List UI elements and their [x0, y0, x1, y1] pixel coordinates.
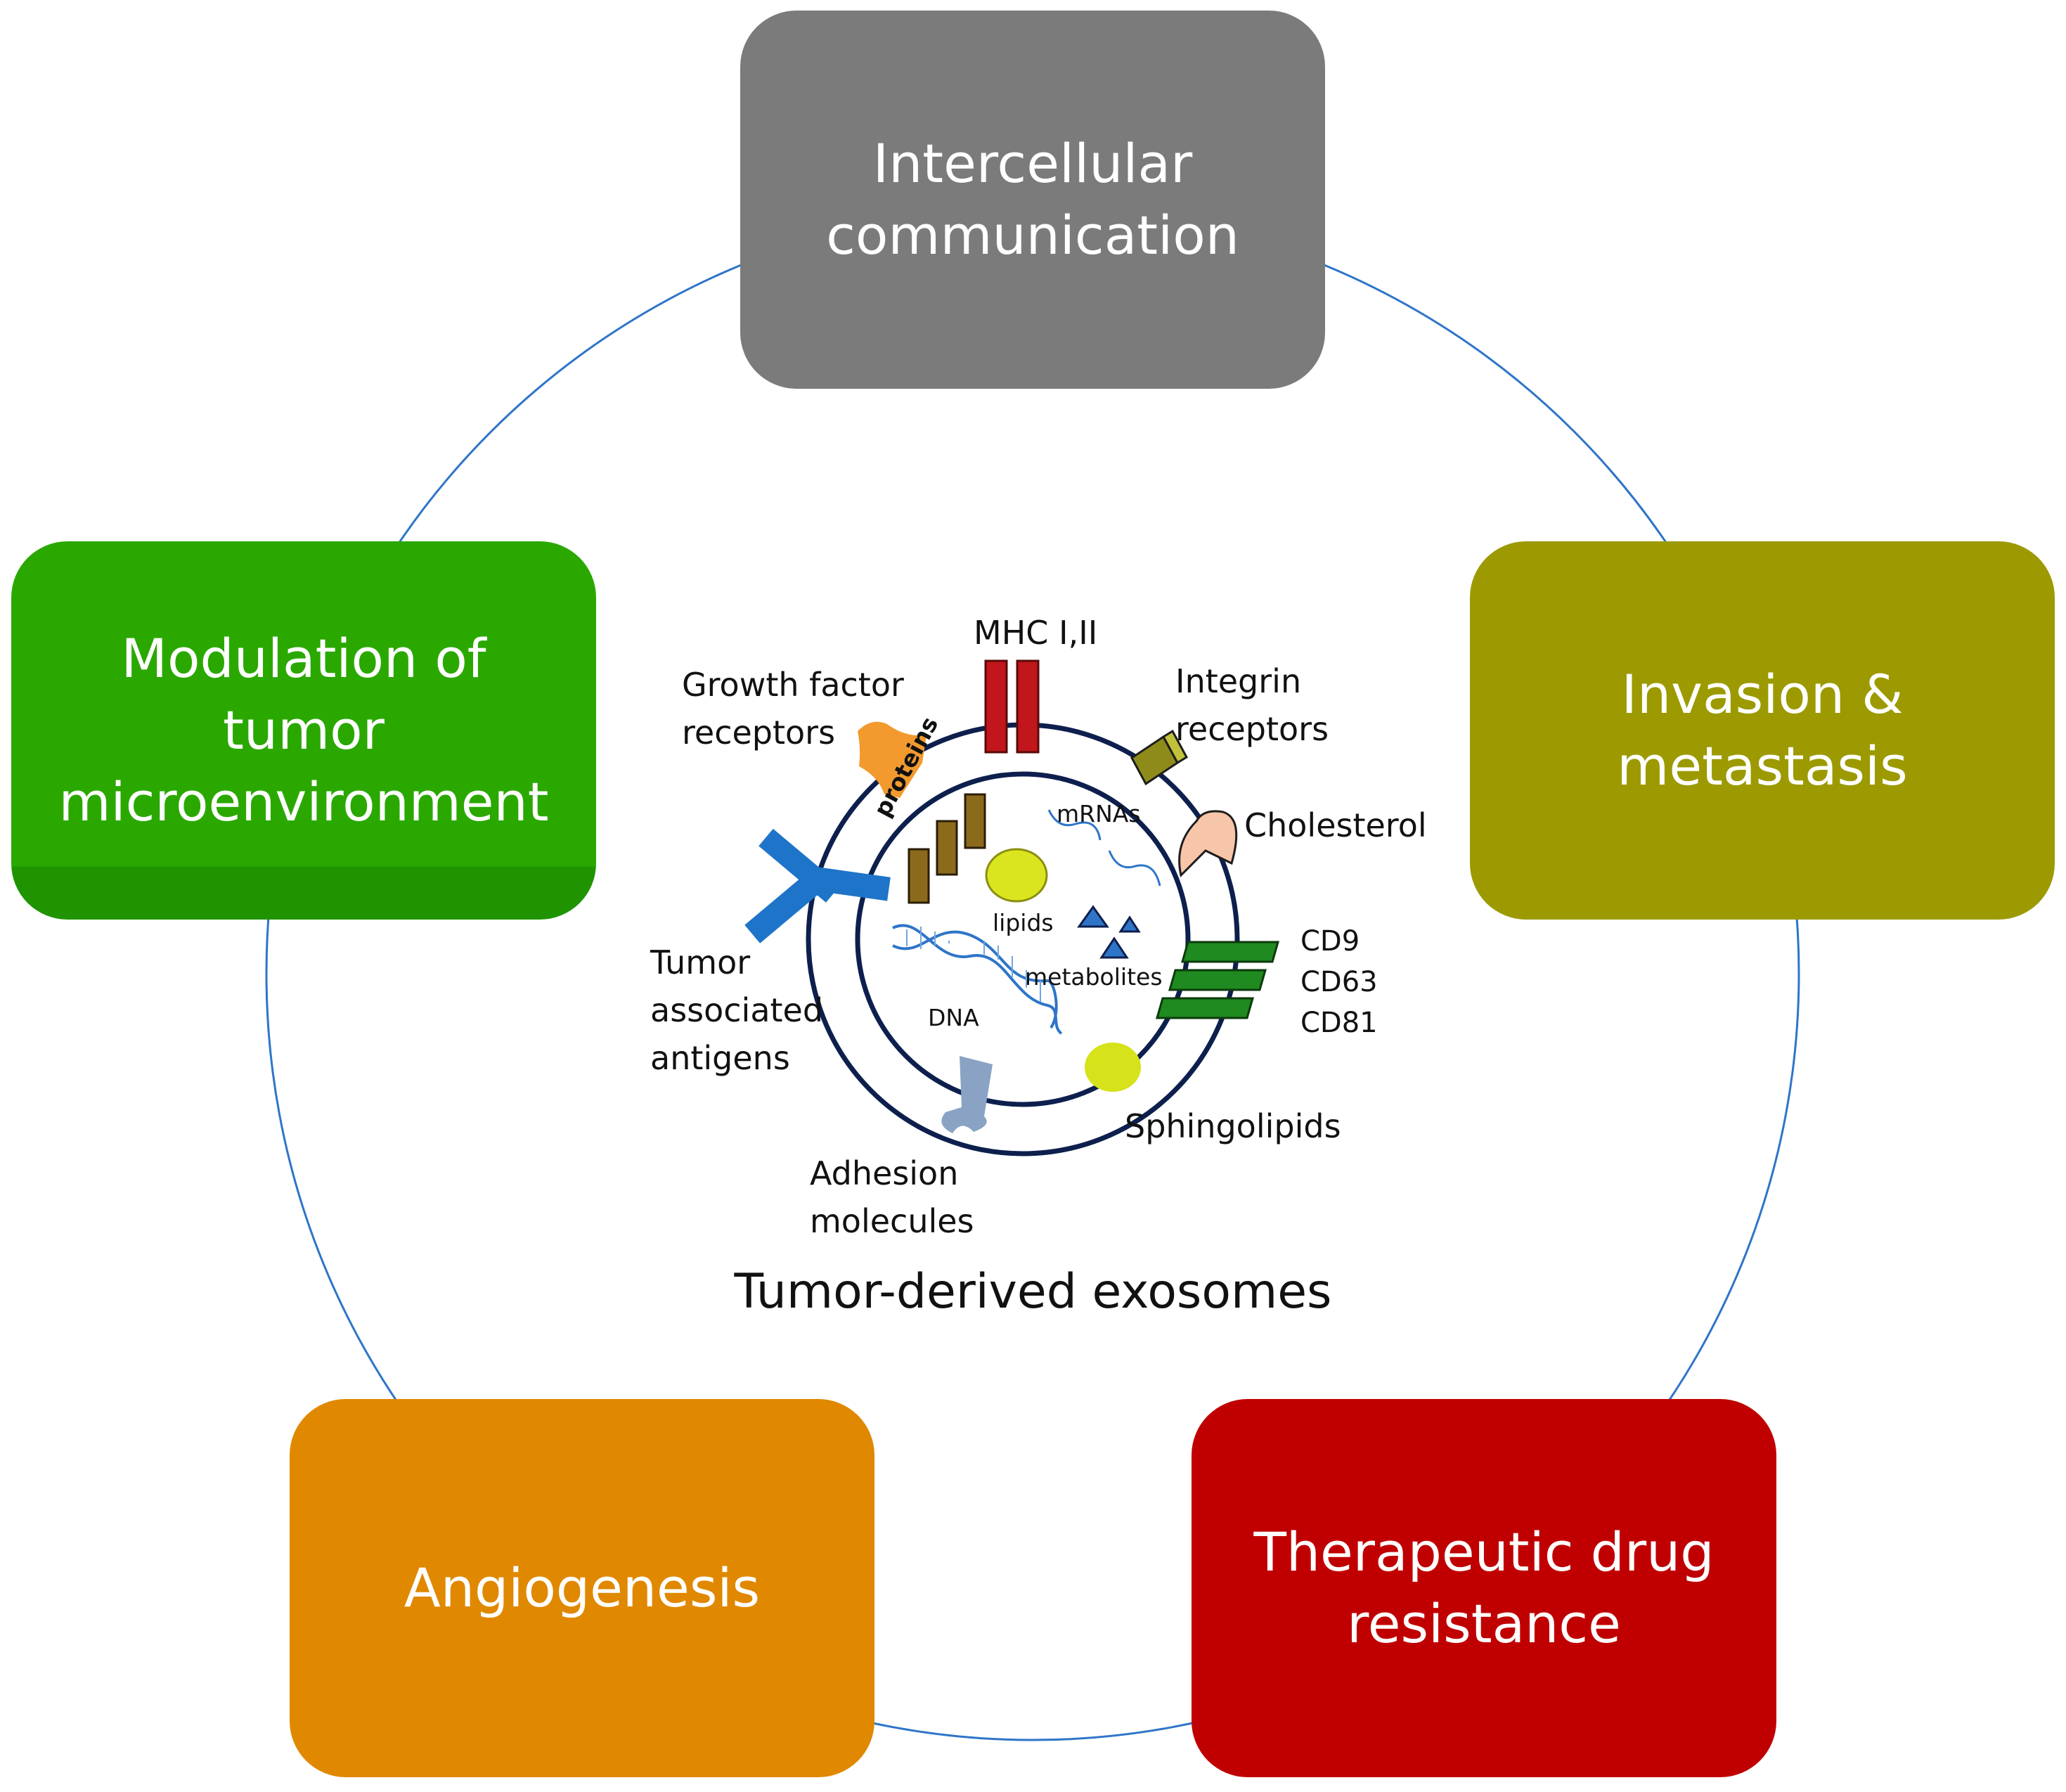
box-intercellular-communication: Intercellular communication [740, 11, 1325, 389]
mrna-icon [1047, 809, 1161, 887]
label-cd63: CD63 [1300, 966, 1378, 998]
box-intercellular-communication-text: Intercellular communication [826, 132, 1239, 266]
box-therapeutic-drug-resistance: Therapeutic drug resistance [1192, 1399, 1776, 1777]
label-sphingolipids: Sphingolipids [1125, 1107, 1341, 1145]
label-cd81: CD81 [1300, 1007, 1378, 1039]
lipid-icon [985, 848, 1048, 903]
integrin-receptor-icon [1130, 729, 1188, 786]
label-tumor-associated-antigens: Tumor associated antigens [650, 943, 824, 1077]
box-modulation-tumor-microenvironment: Modulation of tumor microenvironment [11, 541, 596, 920]
box-modulation-tumor-microenvironment-text: Modulation of tumor microenvironment [58, 627, 549, 833]
label-cholesterol: Cholesterol [1244, 806, 1427, 844]
tumor-antigen-icon [744, 828, 891, 943]
label-mrnas: mRNAs [1057, 800, 1141, 827]
metabolite-icon [1077, 905, 1141, 959]
box-therapeutic-drug-resistance-text: Therapeutic drug resistance [1253, 1521, 1715, 1655]
box-invasion-metastasis-text: Invasion & metastasis [1617, 663, 1908, 797]
label-metabolites: metabolites [1025, 963, 1163, 991]
sphingolipid-icon [1085, 1043, 1141, 1092]
box-angiogenesis-text: Angiogenesis [403, 1556, 761, 1619]
protein-bars-icon [908, 793, 986, 904]
tetraspanin-icon [1156, 941, 1279, 1019]
label-mhc: MHC I,II [974, 614, 1098, 652]
label-dna: DNA [928, 1004, 979, 1031]
label-growth-factor-receptors: Growth factor receptors [682, 666, 904, 752]
adhesion-molecule-icon [941, 1056, 993, 1133]
dna-icon [892, 924, 1063, 1035]
exosome-title: Tumor-derived exosomes [734, 1264, 1332, 1320]
label-lipids: lipids [993, 909, 1054, 936]
cholesterol-icon [1178, 810, 1238, 877]
growth-factor-receptor-icon [858, 721, 927, 798]
label-adhesion-molecules: Adhesion molecules [810, 1154, 974, 1240]
label-cd9: CD9 [1300, 925, 1360, 958]
box-angiogenesis: Angiogenesis [290, 1399, 874, 1777]
mhc-icon [984, 659, 1040, 754]
label-integrin-receptors: Integrin receptors [1175, 662, 1329, 748]
box-invasion-metastasis: Invasion & metastasis [1470, 541, 2055, 920]
